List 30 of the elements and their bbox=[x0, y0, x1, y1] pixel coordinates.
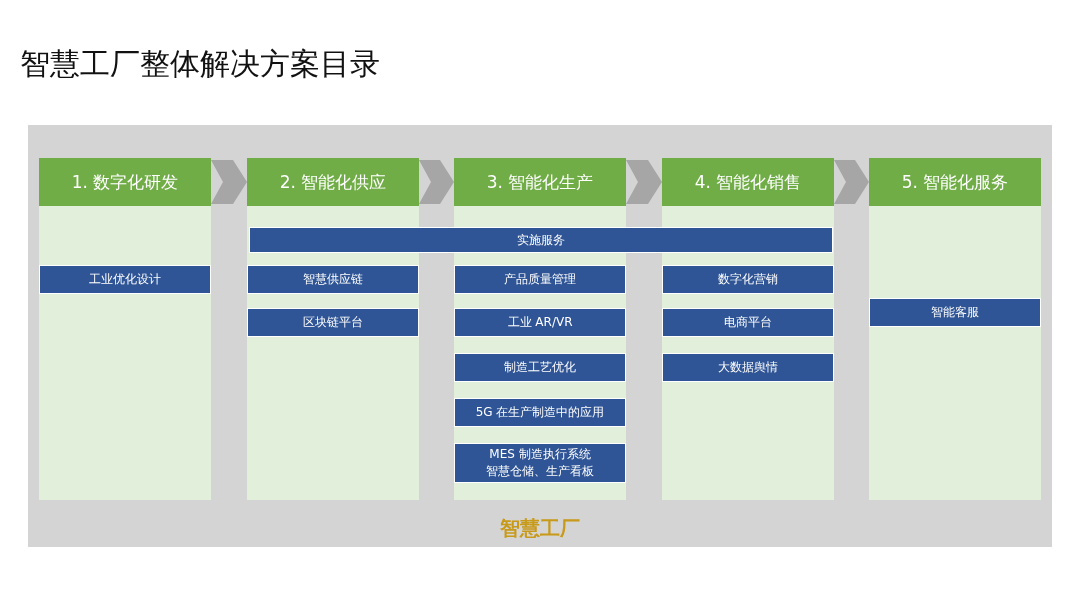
solution-bar: 5G 在生产制造中的应用 bbox=[454, 398, 626, 427]
column-header: 1. 数字化研发 bbox=[39, 158, 211, 206]
column-header: 5. 智能化服务 bbox=[869, 158, 1041, 206]
stage-column bbox=[39, 158, 211, 500]
solution-bar: 工业优化设计 bbox=[39, 265, 211, 294]
column-header: 4. 智能化销售 bbox=[662, 158, 834, 206]
solution-bar: 实施服务 bbox=[249, 227, 833, 253]
stage-column bbox=[662, 158, 834, 500]
chevron-arrow bbox=[834, 160, 869, 204]
solution-bar: 制造工艺优化 bbox=[454, 353, 626, 382]
solution-bar: MES 制造执行系统智慧仓储、生产看板 bbox=[454, 443, 626, 483]
stage-column bbox=[454, 158, 626, 500]
panel-label: 智慧工厂 bbox=[499, 515, 581, 542]
solution-bar: 数字化营销 bbox=[662, 265, 834, 294]
stage-column bbox=[869, 158, 1041, 500]
column-header: 3. 智能化生产 bbox=[454, 158, 626, 206]
chevron-arrow bbox=[626, 160, 662, 204]
solution-bar: 智能客服 bbox=[869, 298, 1041, 327]
solution-bar: 智慧供应链 bbox=[247, 265, 419, 294]
solution-bar: 区块链平台 bbox=[247, 308, 419, 337]
solution-bar: 电商平台 bbox=[662, 308, 834, 337]
chevron-arrow bbox=[211, 160, 247, 204]
solution-bar: 工业 AR/VR bbox=[454, 308, 626, 337]
factory-panel bbox=[28, 125, 1052, 547]
column-header: 2. 智能化供应 bbox=[247, 158, 419, 206]
chevron-arrow bbox=[419, 160, 454, 204]
solution-bar: 大数据舆情 bbox=[662, 353, 834, 382]
stage-column bbox=[247, 158, 419, 500]
solution-bar: 产品质量管理 bbox=[454, 265, 626, 294]
title: 智慧工厂整体解决方案目录 bbox=[20, 45, 380, 83]
